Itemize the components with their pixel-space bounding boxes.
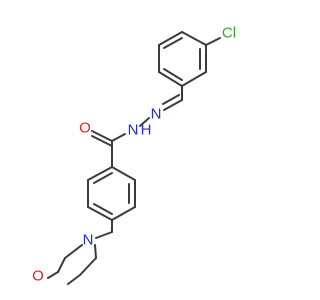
carbonyl-oxygen-label: O: [79, 120, 91, 137]
hydrazide-hydrogen-label: H: [141, 122, 152, 139]
canvas-background: [0, 0, 300, 300]
morpholine-ring: [47, 244, 97, 285]
molecule-structure: Cl N N H O N O: [0, 0, 300, 300]
carbonyl-double-bond-inner: [91, 135, 113, 147]
n-n-bond: [139, 117, 150, 127]
c-cl-bond: [205, 37, 221, 46]
chlorine-atom-label: Cl: [222, 25, 236, 42]
carbonyl-double-bond: [91, 130, 113, 142]
nh-carbonyl-bond: [111, 133, 126, 142]
hydrazide-nitrogen-label: N: [128, 122, 139, 139]
chlorophenyl-ring: [158, 31, 207, 87]
morpholine-nitrogen-label: N: [83, 232, 94, 249]
central-benzene-ring: [87, 166, 136, 221]
ch2-n-bond: [95, 231, 113, 239]
ch-n-double-bond-inner: [162, 94, 180, 105]
morpholine-oxygen-label: O: [32, 268, 44, 285]
ch-n-double-bond: [163, 99, 183, 111]
hydrazone-nitrogen-label: N: [151, 106, 162, 123]
